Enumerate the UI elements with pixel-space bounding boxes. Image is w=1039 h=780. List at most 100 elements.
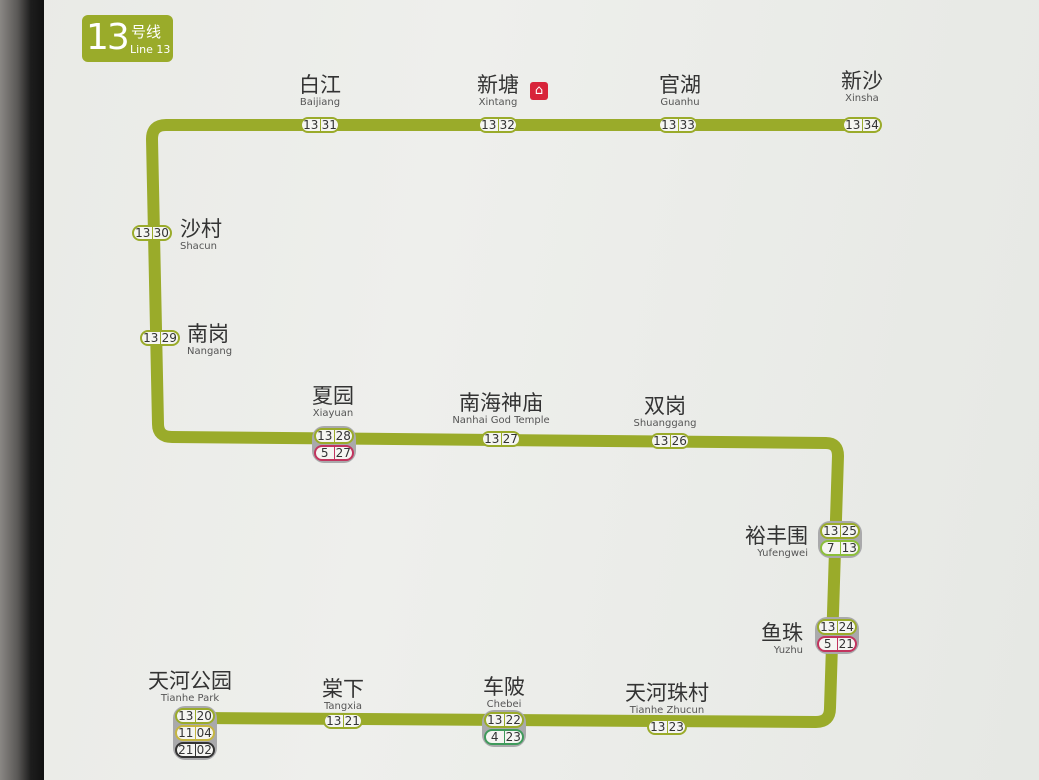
station-name-en: Nanhai God Temple [452,415,550,426]
line-number: 13 [302,119,321,131]
station-name-en: Guanhu [660,97,700,108]
station-number: 34 [863,118,879,132]
line-number: 13 [177,710,196,722]
line-number: 11 [177,727,196,739]
station-number: 02 [196,743,212,757]
line-number: 13 [142,332,161,344]
station-name-cn: 新塘 [477,73,519,97]
station-number: 33 [679,118,695,132]
station-name-en: Tangxia [323,701,363,712]
line-number: 13 [660,119,679,131]
station-number: 30 [153,226,169,240]
station-number: 23 [668,720,684,734]
station-name-cn: 鱼珠 [761,621,803,645]
line-number: 5 [819,638,838,650]
station-name-en: Tianhe Zhucun [629,705,705,716]
station-name-en: Yuzhu [773,645,803,656]
logo-number: 13 [86,17,130,58]
line-number: 13 [819,621,838,633]
line-number: 13 [822,525,841,537]
station-name-en: Shacun [180,241,217,252]
station-name-cn: 裕丰围 [745,524,808,548]
station-number: 27 [502,432,518,446]
station-number: 24 [838,620,854,634]
station-number: 13 [841,541,857,555]
line-number: 4 [486,731,505,743]
station-name-cn: 双岗 [644,394,686,418]
station-name-cn: 车陂 [483,675,525,699]
station-number: 31 [321,118,337,132]
logo-en: Line 13 [130,43,171,56]
line-number: 13 [652,435,671,447]
line-number: 13 [649,721,668,733]
line-number: 13 [844,119,863,131]
station-number: 26 [671,434,687,448]
station-name-en: Xinsha [845,93,879,104]
station-name-cn: 南海神庙 [459,391,543,415]
station-number: 23 [505,730,521,744]
logo-cn: 号线 [131,23,162,41]
station-number: 21 [838,637,854,651]
station-name-en: Baijiang [299,97,341,108]
station-number: 22 [505,713,521,727]
station-number: 21 [344,714,360,728]
line-number: 13 [480,119,499,131]
station-name-cn: 官湖 [659,73,701,97]
line-number: 13 [134,227,153,239]
railway-station-icon: ⌂ [530,82,548,100]
station-name-en: Tianhe Park [160,693,220,704]
station-number: 20 [196,709,212,723]
station-name-cn: 沙村 [180,217,222,241]
line-number: 5 [316,447,335,459]
station-number: 27 [335,446,351,460]
line-number: 13 [486,714,505,726]
screen-bezel [0,0,44,780]
station-number: 25 [841,524,857,538]
line-number: 7 [822,542,841,554]
station-number: 04 [196,726,212,740]
station-number: 29 [161,331,177,345]
line-number: 13 [325,715,344,727]
line-13-logo: 13 号线 Line 13 [82,15,173,62]
station-name-cn: 天河珠村 [625,681,709,705]
station-name-en: Xintang [478,97,518,108]
station-name-cn: 棠下 [322,677,364,701]
line-number: 13 [316,430,335,442]
station-name-cn: 天河公园 [148,669,232,693]
station-name-en: Yufengwei [757,548,808,559]
station-name-en: Chebei [486,699,522,710]
station-name-en: Shuanggang [633,418,697,429]
